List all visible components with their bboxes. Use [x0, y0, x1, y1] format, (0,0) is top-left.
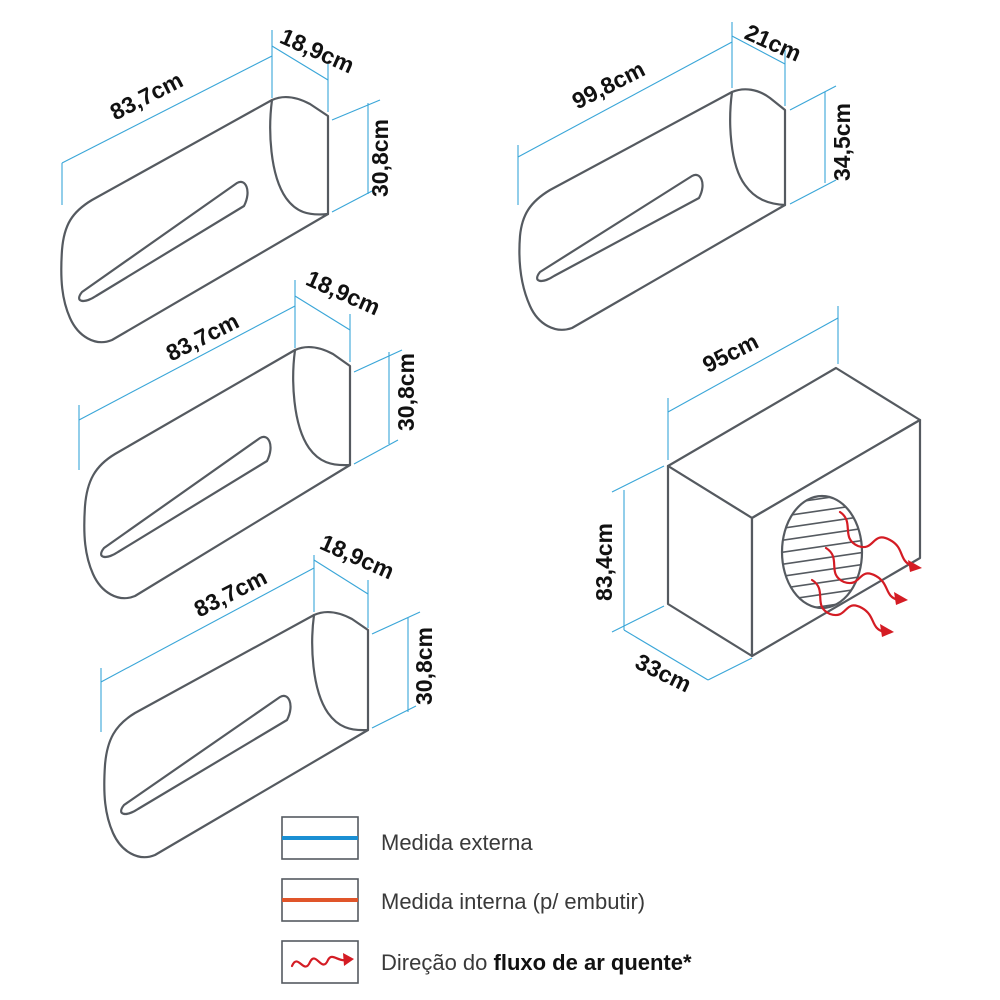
legend: Medida externa Medida interna (p/ embuti…	[281, 816, 692, 984]
legend-airflow-label: Direção do fluxo de ar quente*	[381, 950, 692, 975]
indoor-unit-4-depth-label: 21cm	[741, 19, 805, 67]
indoor-unit-1-vent	[78, 180, 249, 302]
indoor-unit-2-side	[292, 348, 352, 467]
indoor-unit-2-depth-line	[294, 295, 351, 331]
indoor-unit-2-height-tick-b	[353, 439, 399, 465]
outdoor-unit-width-line	[667, 317, 839, 413]
indoor-unit-2-vent	[100, 435, 272, 558]
indoor-unit-2-height-label: 30,8cm	[393, 353, 419, 431]
legend-airflow-label-prefix: Direção do	[381, 950, 494, 975]
indoor-unit-3-body	[103, 610, 370, 859]
legend-item-internal: Medida interna (p/ embutir)	[281, 878, 645, 922]
legend-airflow-wave-icon	[290, 955, 348, 968]
indoor-unit-2-depth-label: 18,9cm	[302, 265, 384, 320]
indoor-unit-2-width-line	[78, 305, 296, 421]
indoor-unit-3-height-tick-a	[371, 611, 421, 635]
indoor-unit-3-height-label: 30,8cm	[411, 627, 437, 705]
indoor-unit-4-side	[729, 90, 787, 207]
legend-external-label: Medida externa	[381, 830, 533, 855]
legend-airflow-arrowhead-icon	[343, 953, 354, 966]
indoor-unit-4: 99,8cm 21cm 34,5cm	[517, 19, 855, 331]
indoor-unit-1-height-tick-b	[331, 189, 375, 213]
indoor-unit-3-height-tick-b	[371, 705, 417, 729]
indoor-unit-1-width-label: 83,7cm	[106, 67, 187, 126]
indoor-unit-2-width-label: 83,7cm	[162, 308, 243, 367]
indoor-unit-4-width-line	[517, 41, 733, 158]
outdoor-unit-height-tick-b	[611, 605, 665, 633]
indoor-unit-3-width-line	[100, 567, 315, 683]
outdoor-unit-depth-tick	[707, 657, 753, 681]
outdoor-unit-depth-label: 33cm	[631, 648, 695, 697]
legend-item-airflow: Direção do fluxo de ar quente*	[281, 940, 692, 984]
indoor-unit-4-height-tick-a	[789, 85, 837, 111]
outdoor-unit-height-label: 83,4cm	[591, 523, 617, 601]
outdoor-unit-heat-arrows	[810, 510, 922, 637]
legend-internal-label: Medida interna (p/ embutir)	[381, 889, 645, 914]
indoor-unit-4-height-tick-b	[789, 179, 837, 205]
indoor-unit-3-vent	[120, 694, 292, 815]
indoor-unit-4-vent	[536, 173, 704, 282]
outdoor-unit-height-tick-a	[611, 465, 665, 493]
indoor-unit-4-body	[518, 88, 787, 331]
outdoor-unit-width-label: 95cm	[698, 328, 762, 378]
indoor-unit-1-side	[269, 98, 330, 216]
indoor-unit-3-depth-line	[313, 559, 369, 595]
indoor-unit-4-width-label: 99,8cm	[568, 56, 649, 115]
outdoor-unit-depth-line	[623, 629, 709, 681]
legend-item-external: Medida externa	[281, 816, 533, 860]
indoor-unit-2-body	[83, 345, 352, 600]
legend-airflow-label-bold: fluxo de ar quente*	[494, 950, 692, 975]
indoor-unit-1-height-label: 30,8cm	[367, 119, 393, 197]
indoor-unit-4-depth-line	[731, 35, 786, 65]
outdoor-unit: 95cm 83,4cm 33cm	[591, 306, 922, 697]
indoor-unit-1-depth-label: 18,9cm	[276, 23, 358, 78]
indoor-unit-1-body	[60, 95, 330, 344]
indoor-unit-3-depth-label: 18,9cm	[316, 529, 398, 584]
indoor-unit-3: 83,7cm 18,9cm 30,8cm	[100, 529, 437, 859]
indoor-unit-1-depth-line	[271, 45, 329, 81]
indoor-unit-3-side	[311, 613, 370, 732]
indoor-unit-4-height-label: 34,5cm	[829, 103, 855, 181]
indoor-unit-2-height-tick-a	[353, 349, 403, 373]
indoor-unit-1-height-tick-a	[331, 99, 381, 121]
outdoor-unit-side	[750, 418, 922, 658]
indoor-unit-1-width-line	[61, 55, 273, 164]
